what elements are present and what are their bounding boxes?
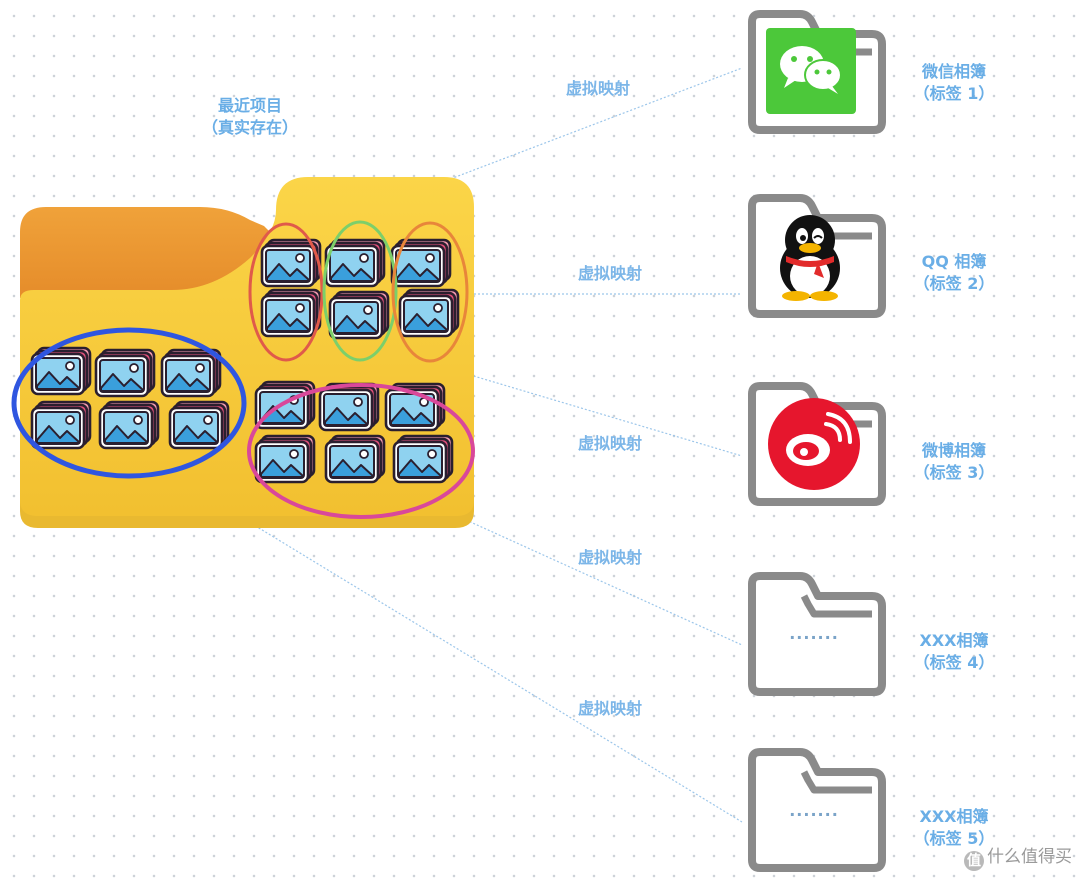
- qq-penguin-icon: [780, 215, 840, 301]
- album-name: XXX相簿: [919, 807, 989, 826]
- watermark: 值什么值得买: [964, 842, 1072, 871]
- album-tag: （标签 5）: [913, 829, 995, 848]
- watermark-logo-icon: 值: [964, 851, 984, 871]
- photo-icon: [254, 434, 316, 484]
- wechat-icon: [780, 46, 842, 94]
- photo-icon: [160, 348, 222, 398]
- photo-group-blue: [11, 327, 247, 479]
- album-label-2: QQ 相簿 （标签 2）: [900, 251, 1008, 295]
- folder-4-placeholder: ·······: [789, 628, 839, 647]
- folder-5-placeholder: ·······: [789, 805, 839, 824]
- album-tag: （标签 3）: [913, 463, 995, 482]
- group-outline-red: [248, 222, 324, 362]
- photo-icon: [324, 238, 386, 288]
- mapping-label-1: 虚拟映射: [566, 79, 631, 98]
- album-tag: （标签 1）: [913, 84, 995, 103]
- album-folder-1: [752, 14, 882, 130]
- photo-icon: [318, 382, 380, 432]
- mapping-line-5: [179, 479, 743, 823]
- source-title-line1: 最近项目: [217, 96, 282, 115]
- weibo-icon: [768, 398, 860, 490]
- group-outline-blue: [11, 327, 247, 479]
- album-tag: （标签 4）: [913, 653, 995, 672]
- group-outline-pink: [247, 383, 475, 519]
- album-label-4: XXX相簿 （标签 4）: [900, 630, 1008, 674]
- album-label-5: XXX相簿 （标签 5）: [900, 806, 1008, 850]
- album-name: QQ 相簿: [921, 252, 987, 271]
- mapping-label-4: 虚拟映射: [578, 548, 643, 567]
- photo-icon: [30, 400, 92, 450]
- mapping-label-5: 虚拟映射: [578, 699, 643, 718]
- photo-icon: [392, 434, 454, 484]
- photo-icon: [324, 434, 386, 484]
- group-outline-green: [322, 220, 398, 362]
- watermark-text: 什么值得买: [987, 847, 1072, 867]
- album-name: 微信相簿: [921, 62, 986, 81]
- photo-icon: [168, 400, 230, 450]
- source-title-line2: （真实存在）: [201, 118, 298, 137]
- photo-group-pink: [247, 380, 475, 519]
- photo-icon: [260, 288, 322, 338]
- photo-icon: [94, 348, 156, 398]
- album-name: 微博相簿: [921, 441, 986, 460]
- album-folder-3: [752, 386, 882, 502]
- album-label-1: 微信相簿 （标签 1）: [900, 61, 1008, 105]
- photo-icon: [398, 288, 460, 338]
- album-name: XXX相簿: [919, 631, 989, 650]
- mapping-label-3: 虚拟映射: [578, 434, 643, 453]
- album-label-3: 微博相簿 （标签 3）: [900, 440, 1008, 484]
- photo-icon: [98, 400, 160, 450]
- photo-icon: [328, 290, 390, 340]
- source-title: 最近项目 （真实存在）: [180, 95, 320, 139]
- mapping-line-4: [454, 514, 743, 646]
- photo-group-top: [248, 220, 469, 363]
- group-outline-orange: [391, 221, 469, 363]
- album-tag: （标签 2）: [913, 274, 995, 293]
- photo-icon: [254, 380, 316, 430]
- mapping-label-2: 虚拟映射: [578, 264, 643, 283]
- album-folder-2: [752, 198, 882, 314]
